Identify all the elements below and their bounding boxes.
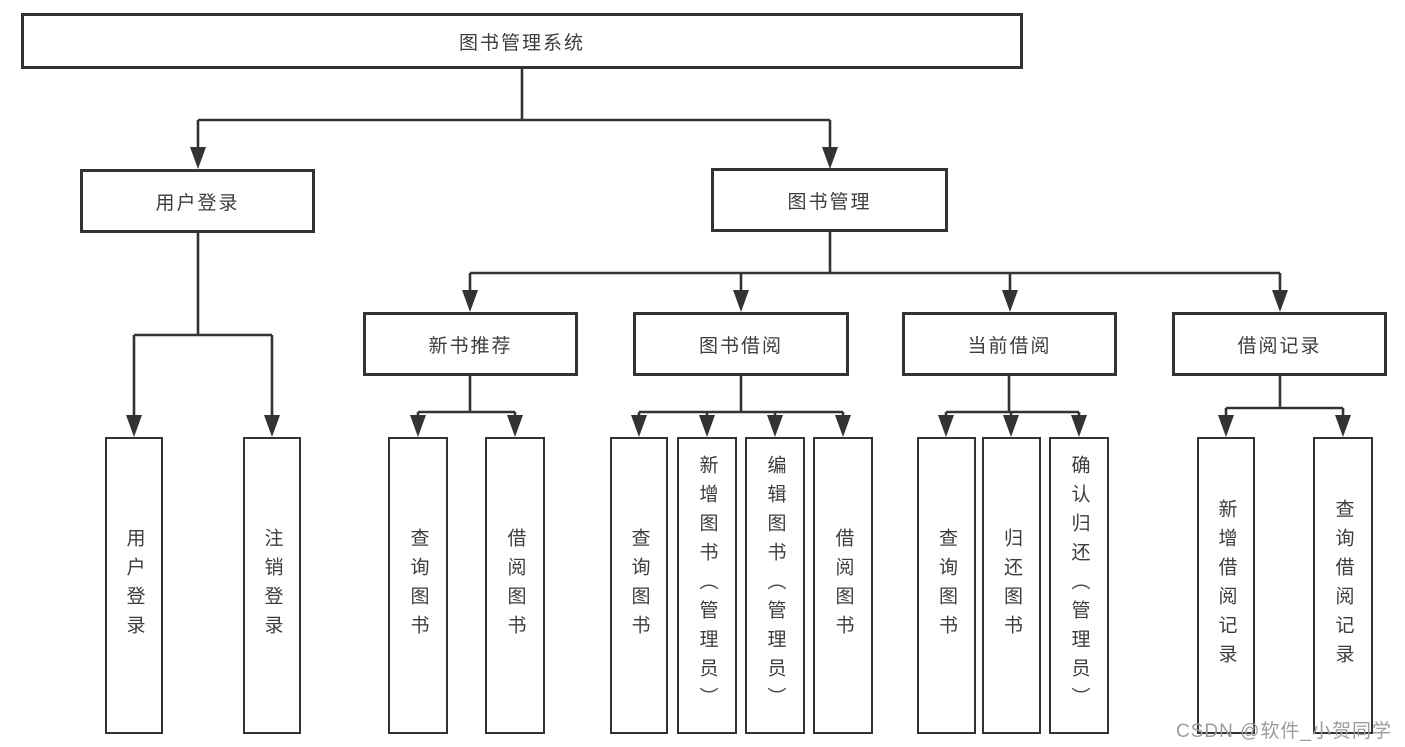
node-label: 编辑图书（管理员） [764, 455, 786, 716]
node-label: 新增图书（管理员） [696, 455, 718, 716]
leaf-query-borrow-record: 查询借阅记录 [1313, 437, 1373, 734]
node-label: 查询图书 [936, 527, 957, 644]
leaf-add-books-admin: 新增图书（管理员） [677, 437, 737, 734]
node-label: 归还图书 [1001, 527, 1022, 644]
node-label: 当前借阅 [967, 335, 1052, 357]
leaf-edit-books-admin: 编辑图书（管理员） [745, 437, 805, 734]
node-label: 查询图书 [407, 527, 429, 644]
node-label: 注销登录 [261, 527, 283, 644]
node-label: 图书管理 [787, 191, 872, 213]
leaf-query-books-recommend: 查询图书 [388, 437, 448, 734]
node-user-login: 用户登录 [80, 169, 315, 233]
node-label: 图书借阅 [698, 335, 783, 357]
node-label: 用户登录 [155, 192, 240, 214]
node-root-system: 图书管理系统 [21, 13, 1023, 69]
node-label: 确认归还（管理员） [1068, 455, 1090, 716]
node-label: 借阅图书 [832, 527, 854, 644]
leaf-query-books-borrowing: 查询图书 [610, 437, 668, 734]
node-label: 图书管理系统 [458, 32, 585, 54]
node-label: 借阅记录 [1237, 335, 1322, 357]
node-book-management: 图书管理 [711, 168, 948, 232]
node-label: 新书推荐 [428, 335, 513, 357]
node-book-borrowing: 图书借阅 [633, 312, 849, 376]
leaf-user-login: 用户登录 [105, 437, 163, 734]
leaf-add-borrow-record: 新增借阅记录 [1197, 437, 1255, 734]
node-borrowing-records: 借阅记录 [1172, 312, 1387, 376]
leaf-confirm-return-admin: 确认归还（管理员） [1049, 437, 1109, 734]
node-current-borrowing: 当前借阅 [902, 312, 1117, 376]
csdn-watermark: CSDN @软件_小贺同学 [1176, 721, 1392, 742]
node-label: 查询图书 [628, 527, 650, 644]
leaf-return-books: 归还图书 [982, 437, 1041, 734]
node-label: 用户登录 [123, 527, 145, 644]
node-label: 新增借阅记录 [1215, 498, 1237, 673]
leaf-borrow-books: 借阅图书 [813, 437, 873, 734]
node-label: 查询借阅记录 [1332, 498, 1354, 673]
node-label: 借阅图书 [504, 527, 526, 644]
leaf-query-books-current: 查询图书 [917, 437, 976, 734]
node-new-book-recommend: 新书推荐 [363, 312, 578, 376]
leaf-logout: 注销登录 [243, 437, 301, 734]
arrowheads [126, 147, 1351, 437]
leaf-borrow-books-recommend: 借阅图书 [485, 437, 545, 734]
